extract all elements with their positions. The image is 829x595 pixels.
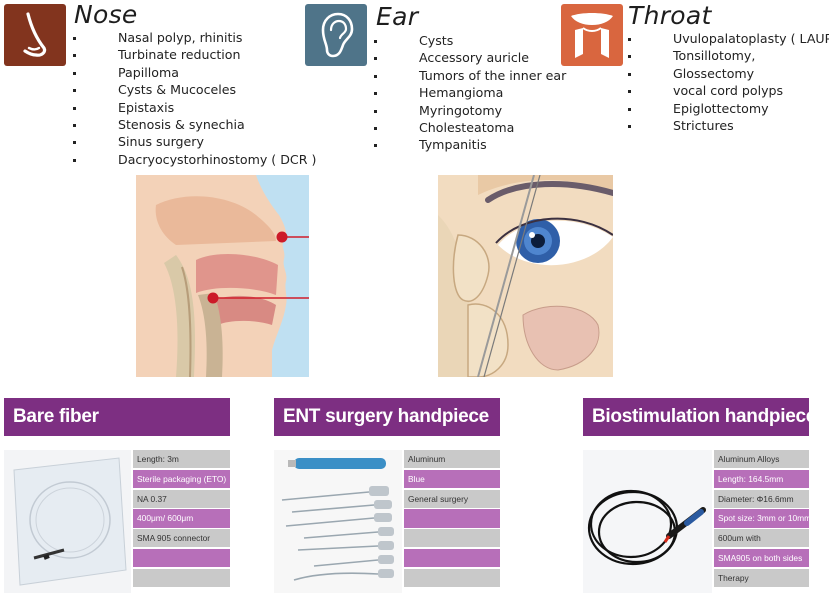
spec-row: NA 0.37: [133, 489, 230, 508]
list-item: vocal cord polyps: [627, 82, 829, 99]
spec-row: SMA 905 connector: [133, 529, 230, 548]
spec-row: Aluminum: [404, 450, 500, 469]
spec-table: Length: 3m Sterile packaging (ETO) NA 0.…: [133, 450, 230, 588]
list-item: Nasal polyp, rhinitis: [72, 29, 316, 46]
list-item: Tympanitis: [373, 136, 566, 153]
nose-list: Nasal polyp, rhinitis Turbinate reductio…: [72, 29, 317, 168]
list-item: Sinus surgery: [72, 133, 316, 150]
list-item: Stenosis & synechia: [72, 116, 316, 133]
spec-row: General surgery: [404, 489, 500, 508]
spec-row: SMA905 on both sides: [714, 548, 809, 568]
product-photo: [274, 450, 402, 593]
spec-table: Aluminum Alloys Length: 164.5mm Diameter…: [714, 450, 811, 588]
list-item: Turbinate reduction: [72, 46, 316, 63]
ear-icon: [305, 4, 367, 66]
list-item: Glossectomy: [627, 65, 829, 82]
spec-row: [404, 509, 500, 528]
list-item: Accessory auricle: [373, 49, 566, 66]
product-photo: [4, 450, 131, 593]
spec-row: Blue: [404, 469, 500, 488]
spec-row: [133, 568, 230, 587]
list-item: Cysts & Mucoceles: [72, 81, 316, 98]
list-item: Epistaxis: [72, 99, 316, 116]
product-title: ENT surgery handpiece: [274, 398, 500, 436]
list-item: Dacryocystorhinostomy ( DCR ): [72, 151, 317, 167]
head-cross-section-illustration: [136, 175, 309, 377]
fiber-package-image: [4, 450, 131, 593]
product-title: Biostimulation handpiece: [583, 398, 816, 436]
spec-row: [404, 529, 500, 548]
ear-title: Ear: [376, 2, 419, 31]
spec-row: Length: 164.5mm: [714, 469, 809, 488]
spec-row: Spot size: 3mm or 10mm: [714, 509, 811, 528]
list-item: Papilloma: [72, 64, 316, 81]
spec-row: [404, 548, 500, 568]
throat-list: Uvulopalatoplasty ( LAUP ) Tonsillotomy,…: [627, 30, 829, 134]
spec-row: Therapy: [714, 568, 809, 587]
product-title: Bare fiber: [4, 398, 230, 436]
spec-row: [133, 548, 230, 568]
nose-title: Nose: [74, 0, 138, 29]
list-item: Hemangioma: [373, 84, 566, 101]
list-item: Cholesteatoma: [373, 119, 566, 136]
spec-row: [404, 568, 500, 587]
list-item: Tonsillotomy,: [627, 47, 829, 64]
list-item: Cysts: [373, 32, 566, 49]
list-item: Strictures: [627, 117, 829, 134]
throat-icon: [561, 4, 623, 66]
spec-table: Aluminum Blue General surgery: [404, 450, 500, 588]
list-item: Epiglottectomy: [627, 100, 829, 117]
throat-title: Throat: [628, 1, 712, 30]
ear-list: Cysts Accessory auricle Tumors of the in…: [373, 32, 567, 154]
spec-row: Sterile packaging (ETO): [133, 469, 230, 488]
biostimulation-handpiece-image: [583, 450, 712, 593]
handpiece-set-image: [274, 450, 402, 593]
eye-sinus-illustration: [438, 175, 613, 377]
spec-row: Length: 3m: [133, 450, 230, 469]
spec-row: Diameter: Φ16.6mm: [714, 489, 809, 508]
product-photo: [583, 450, 712, 593]
list-item: Myringotomy: [373, 102, 566, 119]
list-item: Tumors of the inner ear: [373, 67, 567, 83]
nose-icon: [4, 4, 66, 66]
spec-row: Aluminum Alloys: [714, 450, 809, 469]
list-item: Uvulopalatoplasty ( LAUP ): [627, 30, 829, 47]
spec-row: 600um with: [714, 529, 809, 548]
spec-row: 400μm/ 600μm: [133, 509, 230, 528]
